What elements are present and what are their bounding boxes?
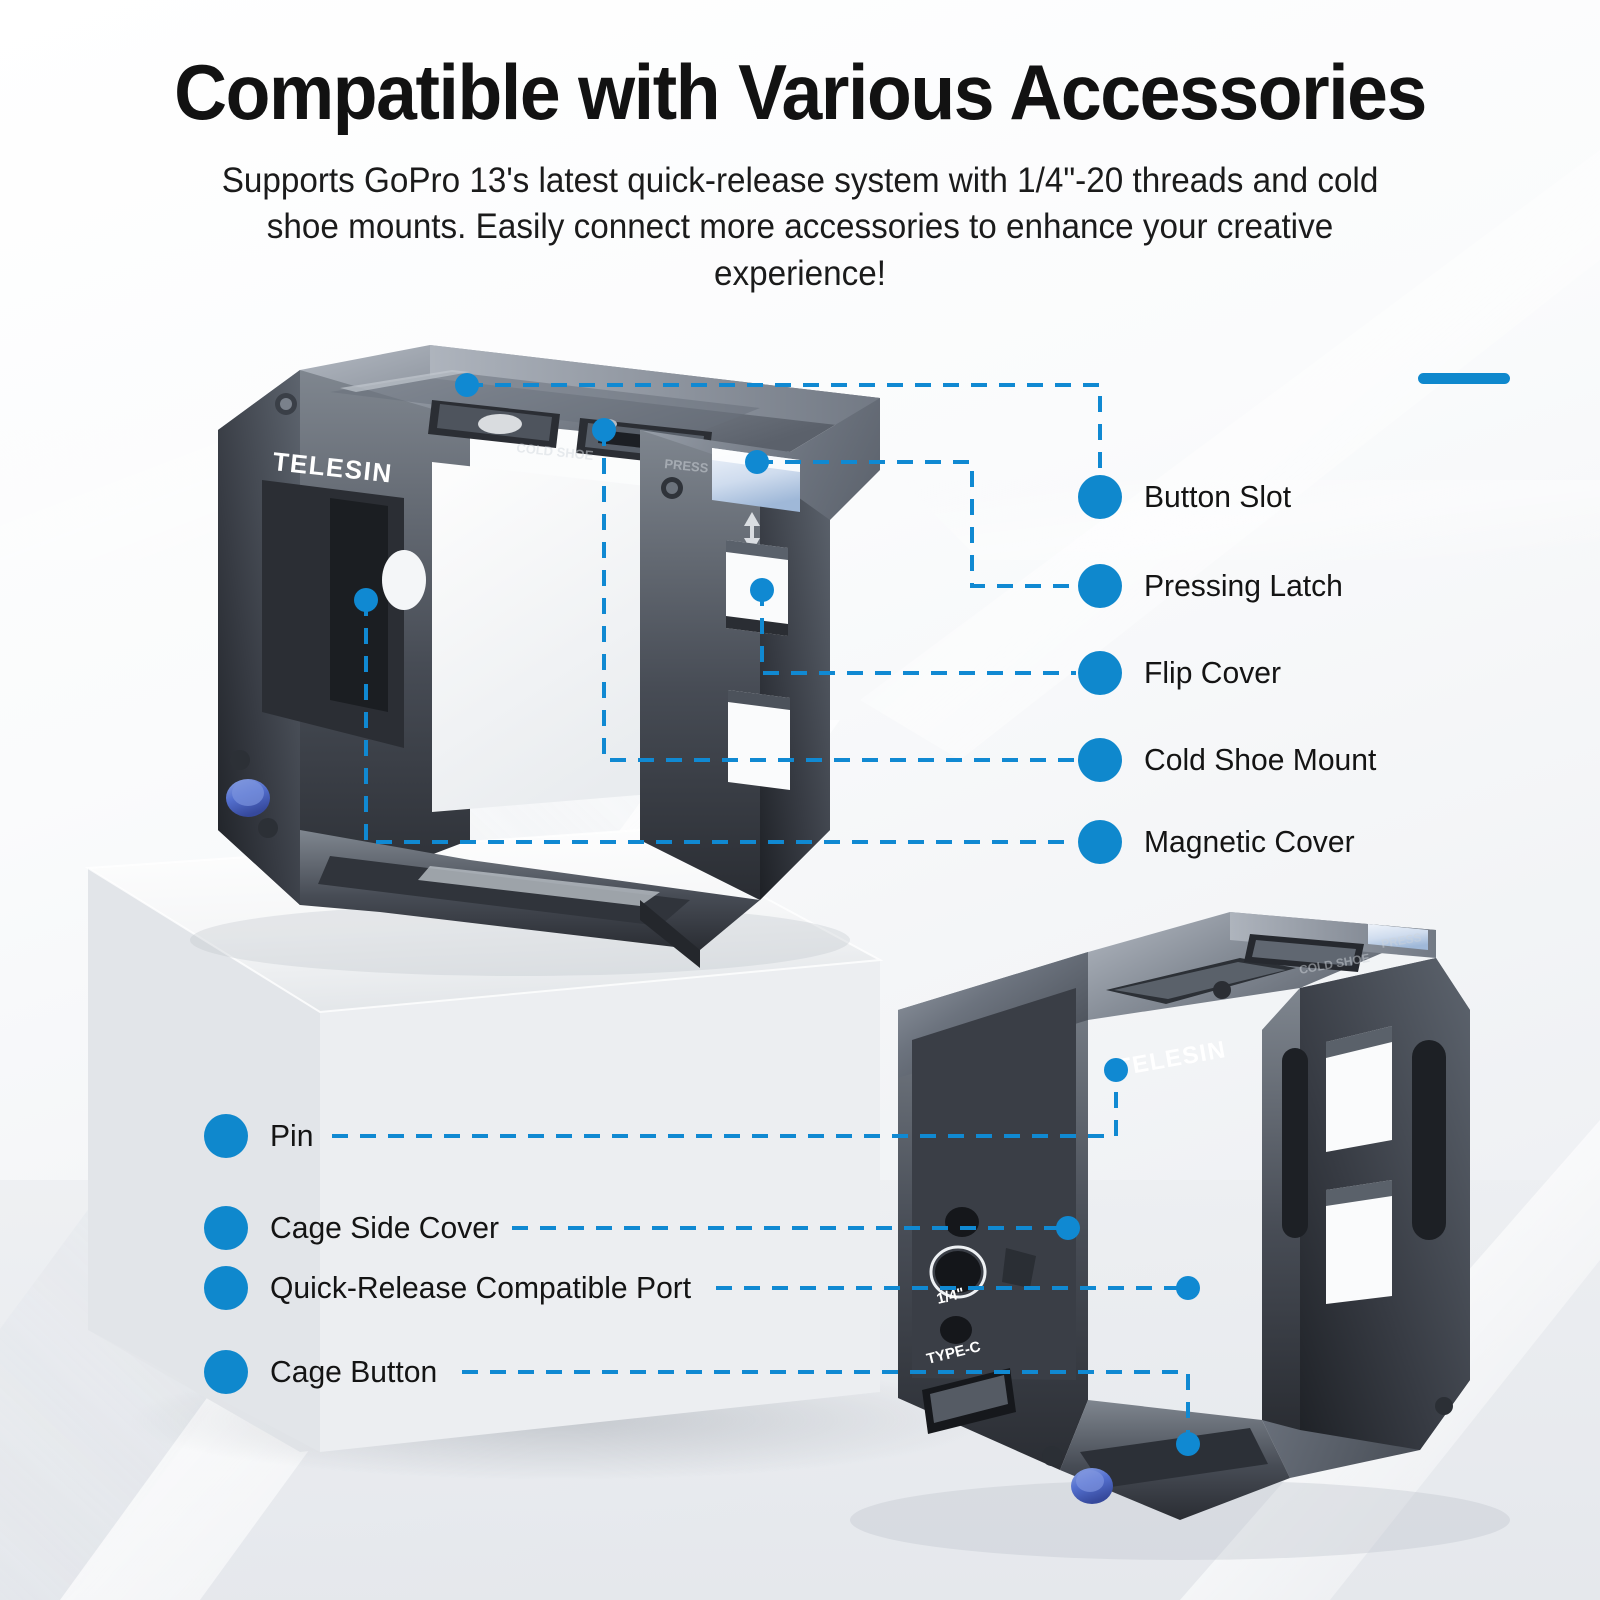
anchor-pin bbox=[1104, 1058, 1128, 1082]
callout-label-cage-button: Cage Button bbox=[270, 1354, 438, 1389]
anchor-pressing-latch bbox=[745, 450, 769, 474]
callout-dot-cold-shoe-mount bbox=[1078, 738, 1122, 782]
callout-dot-magnetic-cover bbox=[1078, 820, 1122, 864]
callout-dot-quick-release-port bbox=[204, 1266, 248, 1310]
callout-pin[interactable]: Pin bbox=[204, 1114, 315, 1158]
brand-text-bottom: TELESIN bbox=[1114, 1036, 1228, 1082]
page-subtitle: Supports GoPro 13's latest quick-release… bbox=[221, 160, 1379, 293]
callout-flip-cover[interactable]: Flip Cover bbox=[1078, 651, 1285, 695]
callout-pressing-latch[interactable]: Pressing Latch bbox=[1078, 564, 1349, 608]
callout-label-flip-cover: Flip Cover bbox=[1144, 655, 1282, 690]
callout-dot-pressing-latch bbox=[1078, 564, 1122, 608]
callout-cold-shoe-mount[interactable]: Cold Shoe Mount bbox=[1078, 738, 1384, 782]
callout-cage-side-cover[interactable]: Cage Side Cover bbox=[204, 1206, 506, 1250]
page-title: Compatible with Various Accessories bbox=[174, 48, 1427, 136]
accent-bar bbox=[1418, 373, 1510, 384]
anchor-cage-side-cover bbox=[1056, 1216, 1080, 1240]
engrave-press-bottom: PRESS bbox=[1380, 930, 1423, 951]
anchor-button-slot bbox=[455, 373, 479, 397]
anchor-flip-cover bbox=[750, 578, 774, 602]
callout-dot-pin bbox=[204, 1114, 248, 1158]
callout-dot-cage-button bbox=[204, 1350, 248, 1394]
callout-dot-cage-side-cover bbox=[204, 1206, 248, 1250]
callout-label-magnetic-cover: Magnetic Cover bbox=[1144, 824, 1355, 859]
anchor-magnetic-cover bbox=[354, 588, 378, 612]
anchor-cage-button bbox=[1176, 1432, 1200, 1456]
thread-marking: 1/4" bbox=[935, 1285, 966, 1308]
callout-label-cage-side-cover: Cage Side Cover bbox=[270, 1210, 499, 1245]
callout-button-slot[interactable]: Button Slot bbox=[1078, 475, 1296, 519]
callout-dot-flip-cover bbox=[1078, 651, 1122, 695]
cage-top: TELESIN COLD SHOE PRESS bbox=[190, 345, 880, 976]
callout-magnetic-cover[interactable]: Magnetic Cover bbox=[1078, 820, 1361, 864]
anchor-cold-shoe-mount bbox=[592, 418, 616, 442]
callout-label-pin: Pin bbox=[270, 1118, 314, 1153]
callout-label-button-slot: Button Slot bbox=[1144, 479, 1292, 514]
callout-label-quick-release-port: Quick-Release Compatible Port bbox=[270, 1270, 692, 1305]
cage-bottom: 1/4" TYPE-C TELESI bbox=[850, 912, 1510, 1560]
anchor-quick-release-port bbox=[1176, 1276, 1200, 1300]
callout-cage-button[interactable]: Cage Button bbox=[204, 1350, 442, 1394]
header-block: Compatible with Various Accessories Supp… bbox=[0, 0, 1600, 298]
cage-side-cover-part bbox=[912, 988, 1076, 1380]
callout-quick-release-port[interactable]: Quick-Release Compatible Port bbox=[204, 1266, 704, 1310]
callout-dot-button-slot bbox=[1078, 475, 1122, 519]
callout-label-pressing-latch: Pressing Latch bbox=[1144, 568, 1343, 603]
callout-label-cold-shoe-mount: Cold Shoe Mount bbox=[1144, 742, 1377, 777]
